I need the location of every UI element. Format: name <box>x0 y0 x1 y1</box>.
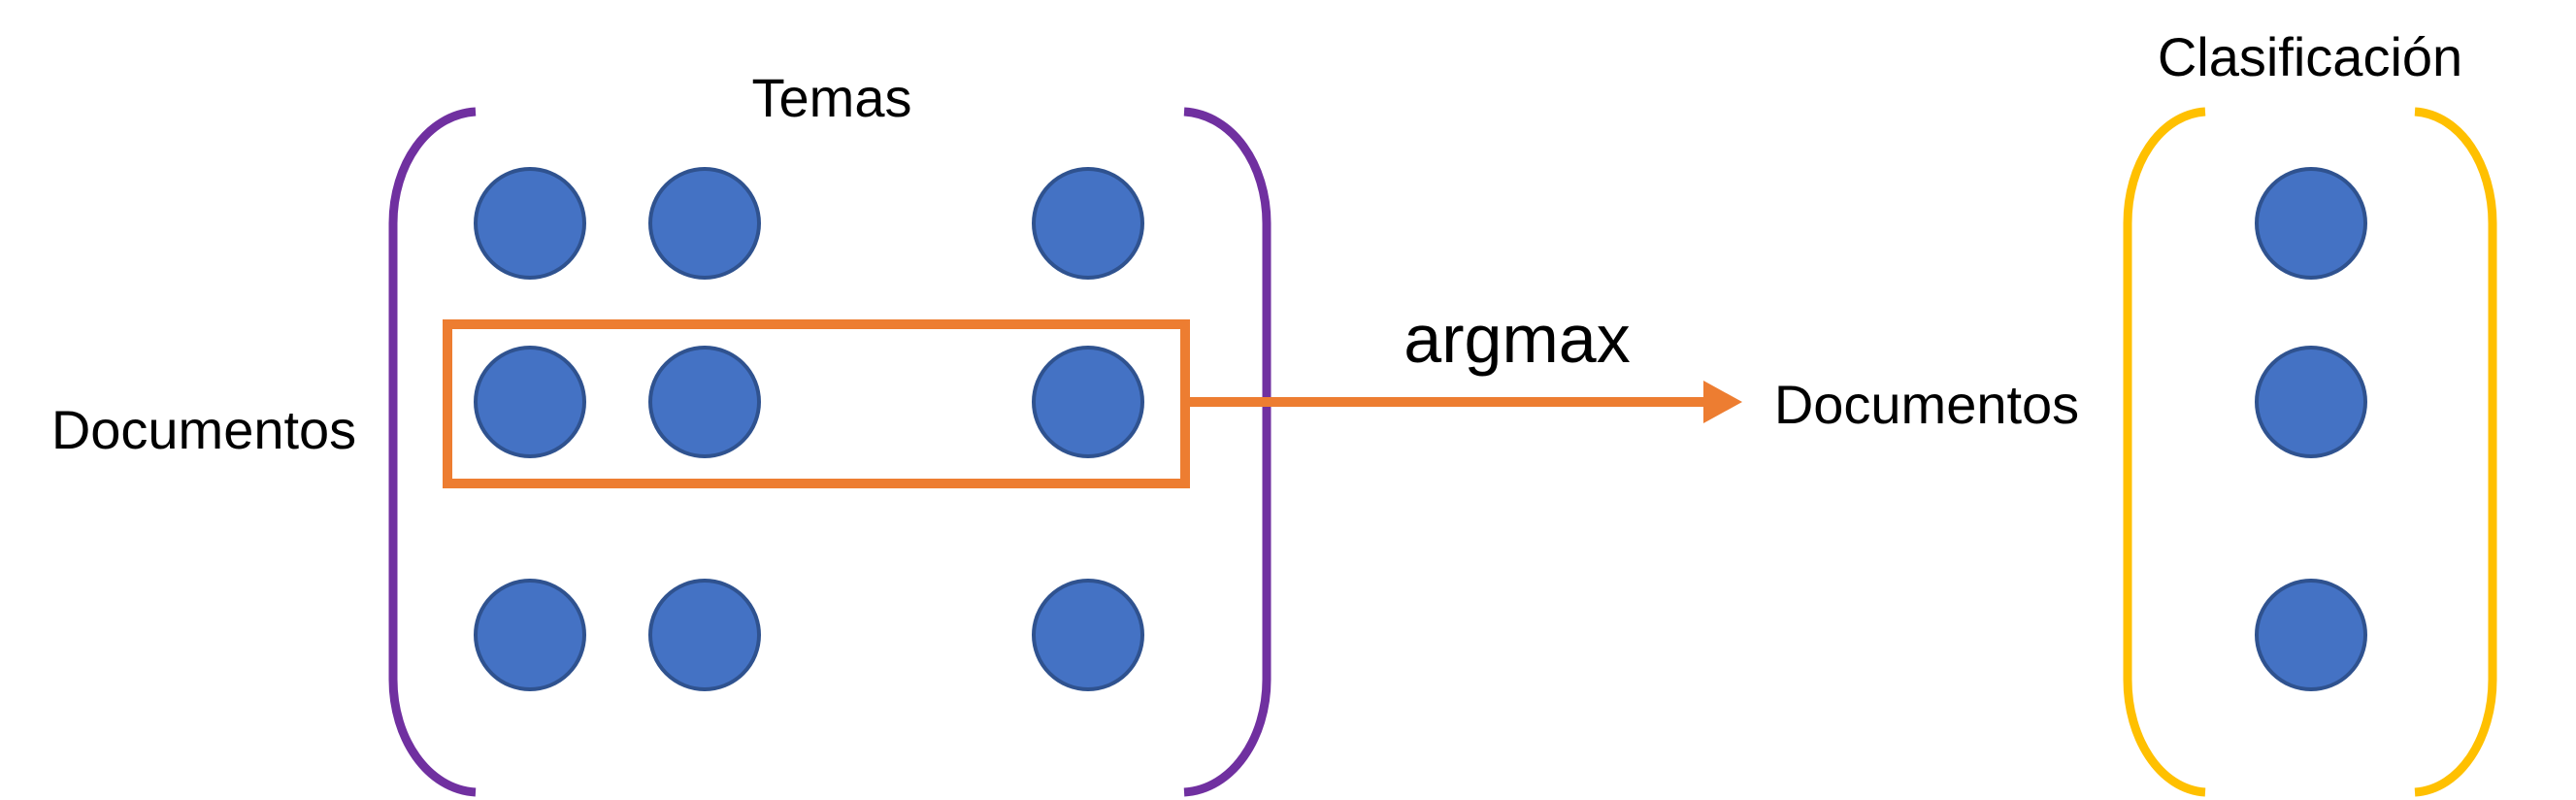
matrix-dot-r3-c3 <box>1032 579 1144 691</box>
result-right-bracket <box>2414 107 2497 797</box>
matrix-dot-r1-c3 <box>1032 167 1144 280</box>
result-dot-r3 <box>2255 579 2367 691</box>
result-label: Clasificación <box>2158 26 2462 87</box>
result-rows-label: Documentos <box>1774 374 2079 435</box>
matrix-dot-r3-c1 <box>474 579 586 691</box>
result-dot-r2 <box>2255 346 2367 458</box>
matrix-dot-r1-c1 <box>474 167 586 280</box>
matrix-left-bracket <box>388 107 477 797</box>
matrix-dot-r2-c3 <box>1032 346 1144 458</box>
matrix-rows-label: Documentos <box>51 399 356 460</box>
argmax-arrow-head <box>1703 381 1742 423</box>
matrix-dot-r3-c2 <box>648 579 761 691</box>
matrix-dot-r2-c2 <box>648 346 761 458</box>
matrix-dot-r1-c2 <box>648 167 761 280</box>
result-dots <box>2255 167 2367 691</box>
result-left-bracket <box>2123 107 2206 797</box>
matrix-dots <box>474 167 1144 691</box>
matrix-right-bracket <box>1183 107 1271 797</box>
matrix-dot-r2-c1 <box>474 346 586 458</box>
result-dot-r1 <box>2255 167 2367 280</box>
operation-label: argmax <box>1404 301 1630 377</box>
matrix-columns-label: Temas <box>752 67 912 128</box>
